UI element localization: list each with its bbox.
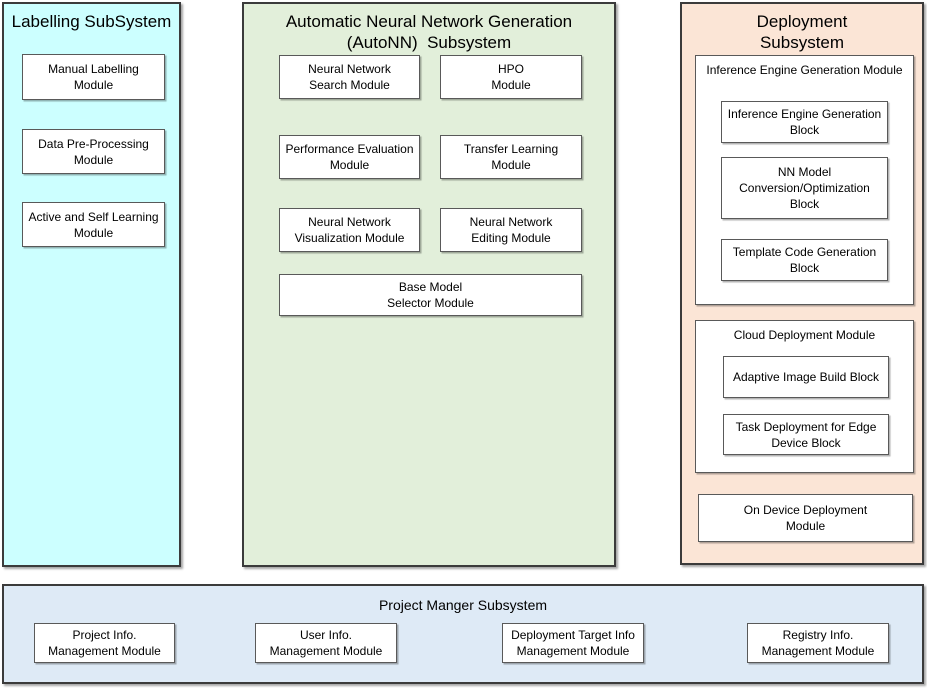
deployment-subsystem-panel: Deployment Subsystem Inference Engine Ge… [680, 2, 924, 565]
block-box-nn-model-conversion-optimization: NN Model Conversion/Optimization Block [721, 157, 888, 219]
module-box-transfer-learning: Transfer Learning Module [440, 135, 582, 179]
module-box-performance-evaluation: Performance Evaluation Module [279, 135, 420, 179]
block-box-inference-engine-generation: Inference Engine Generation Block [721, 101, 888, 143]
module-box-nn-visualization: Neural Network Visualization Module [279, 208, 420, 252]
block-box-adaptive-image-build: Adaptive Image Build Block [723, 356, 889, 398]
module-box-nn-editing: Neural Network Editing Module [440, 208, 582, 252]
cloud-deployment-module-group: Cloud Deployment Module Adaptive Image B… [695, 320, 914, 473]
module-box-active-self-learning: Active and Self Learning Module [22, 202, 165, 247]
cloud-deployment-module-title: Cloud Deployment Module [733, 328, 876, 342]
module-box-hpo: HPO Module [440, 55, 582, 99]
autonn-subsystem-panel: Automatic Neural Network Generation (Aut… [242, 2, 616, 567]
block-box-task-deployment-edge-device: Task Deployment for Edge Device Block [723, 414, 889, 455]
labelling-subsystem-title: Labelling SubSystem [11, 12, 172, 31]
module-box-user-info-management: User Info. Management Module [255, 623, 397, 663]
inference-engine-generation-module-group: Inference Engine Generation Module Infer… [695, 55, 914, 305]
labelling-subsystem-panel: Labelling SubSystem Manual Labelling Mod… [2, 2, 181, 567]
module-box-deployment-target-info-management: Deployment Target Info Management Module [502, 623, 644, 663]
block-box-template-code-generation: Template Code Generation Block [721, 239, 888, 281]
module-box-base-model-selector: Base Model Selector Module [279, 274, 582, 316]
module-box-data-pre-processing: Data Pre-Processing Module [22, 129, 165, 174]
inference-engine-generation-module-title: Inference Engine Generation Module [706, 63, 903, 77]
module-box-on-device-deployment: On Device Deployment Module [698, 494, 913, 542]
autonn-subsystem-title: Automatic Neural Network Generation (Aut… [285, 12, 573, 52]
deployment-subsystem-title: Deployment Subsystem [756, 12, 848, 52]
module-box-manual-labelling: Manual Labelling Module [22, 54, 165, 100]
project-manager-subsystem-title: Project Manger Subsystem [378, 597, 548, 613]
module-box-nn-search: Neural Network Search Module [279, 55, 420, 99]
project-manager-subsystem-panel: Project Manger Subsystem Project Info. M… [2, 584, 924, 684]
module-box-registry-info-management: Registry Info. Management Module [747, 623, 889, 663]
module-box-project-info-management: Project Info. Management Module [34, 623, 175, 663]
